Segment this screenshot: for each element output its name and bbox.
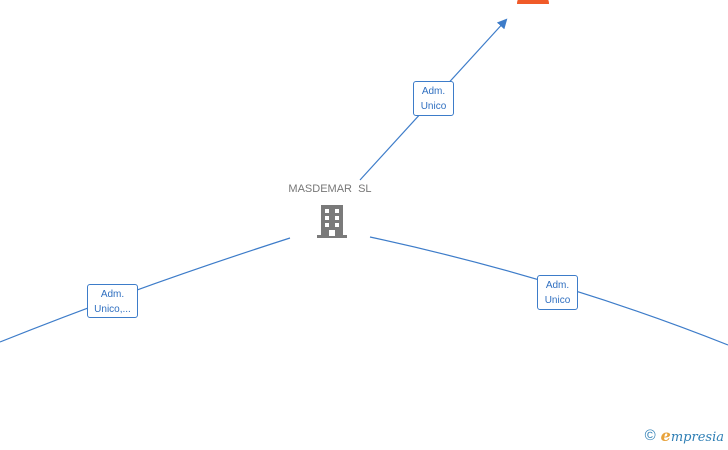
empresia-watermark: © empresia: [645, 426, 724, 445]
edge-label-left[interactable]: Adm. Unico,...: [87, 284, 138, 318]
edge-label-text: Unico: [544, 295, 571, 306]
edge-label-text: Adm.: [545, 280, 570, 291]
brand-name: mpresia: [670, 430, 724, 445]
building-icon[interactable]: [314, 203, 350, 239]
edge-line-left: [0, 237, 291, 343]
edge-label-top[interactable]: Adm. Unico: [413, 81, 454, 116]
copyright-icon: ©: [644, 427, 656, 444]
company-node-name[interactable]: MASDEMAR SL: [288, 183, 372, 195]
edge-label-text: Unico: [420, 101, 447, 112]
edge-label-text: Adm.: [100, 289, 125, 300]
brand-logo: empresia: [661, 426, 724, 445]
edge-label-text: Unico,...: [94, 304, 131, 315]
brand-initial: e: [660, 426, 671, 445]
edge-label-text: Adm.: [421, 86, 446, 97]
person-icon[interactable]: [517, 0, 549, 4]
edge-label-right[interactable]: Adm. Unico: [537, 275, 578, 310]
